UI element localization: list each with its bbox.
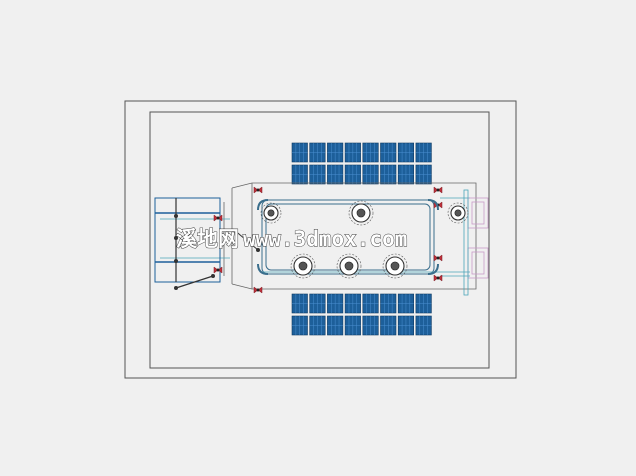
pump-icon [382, 253, 408, 279]
solar-panel-icon [362, 315, 379, 336]
solar-panel-icon [397, 315, 415, 336]
solar-panel-icon [397, 164, 415, 185]
solar-panel-icon [327, 142, 344, 163]
solar-panel-icon [291, 315, 308, 336]
pipe-elbows [257, 199, 439, 275]
room-outline [223, 182, 477, 290]
solar-panel-icon [291, 164, 308, 185]
solar-panel-icon [362, 142, 379, 163]
valve-group [213, 186, 443, 294]
solar-panel-icon [380, 293, 397, 314]
valve-icon [433, 274, 443, 282]
solar-panel-icon [344, 164, 361, 185]
valve-icon [433, 254, 443, 262]
solar-panel-icon [362, 164, 379, 185]
bottom-panel-row [291, 293, 432, 336]
solar-panel-icon [415, 142, 432, 163]
inner-frame [149, 111, 490, 369]
valve-icon [213, 266, 223, 274]
pump-icon [348, 200, 374, 226]
watermark: 溪地网 www.3dmox.com [176, 227, 408, 252]
solar-panel-icon [415, 164, 432, 185]
solar-panel-icon [309, 315, 326, 336]
pump-icon [290, 253, 316, 279]
solar-panel-icon [291, 293, 308, 314]
valve-icon [213, 214, 223, 222]
pump-icon [336, 253, 362, 279]
top-panel-row [291, 142, 432, 185]
solar-panel-icon [327, 293, 344, 314]
solar-panel-icon [344, 142, 361, 163]
pump-icon [260, 202, 282, 224]
valve-icon [433, 186, 443, 194]
watermark-url: www.3dmox.com [243, 227, 407, 251]
valve-icon [253, 286, 263, 294]
solar-panel-icon [397, 293, 415, 314]
solar-panel-icon [327, 315, 344, 336]
solar-panel-icon [309, 164, 326, 185]
watermark-cn: 溪地网 [176, 227, 239, 251]
outer-frame [124, 100, 517, 379]
solar-panel-icon [344, 315, 361, 336]
pump-group [260, 200, 469, 279]
solar-panel-icon [380, 164, 397, 185]
solar-panel-icon [309, 293, 326, 314]
solar-panel-icon [415, 293, 432, 314]
right-connectors [463, 189, 489, 296]
solar-panel-icon [380, 315, 397, 336]
solar-panel-icon [380, 142, 397, 163]
solar-panel-icon [362, 293, 379, 314]
solar-panel-icon [327, 164, 344, 185]
solar-panel-icon [309, 142, 326, 163]
solar-panel-icon [397, 142, 415, 163]
solar-panel-icon [291, 142, 308, 163]
solar-panel-icon [344, 293, 361, 314]
pump-icon [447, 202, 469, 224]
left-equipment [154, 197, 260, 290]
valve-icon [253, 186, 263, 194]
solar-panel-icon [415, 315, 432, 336]
